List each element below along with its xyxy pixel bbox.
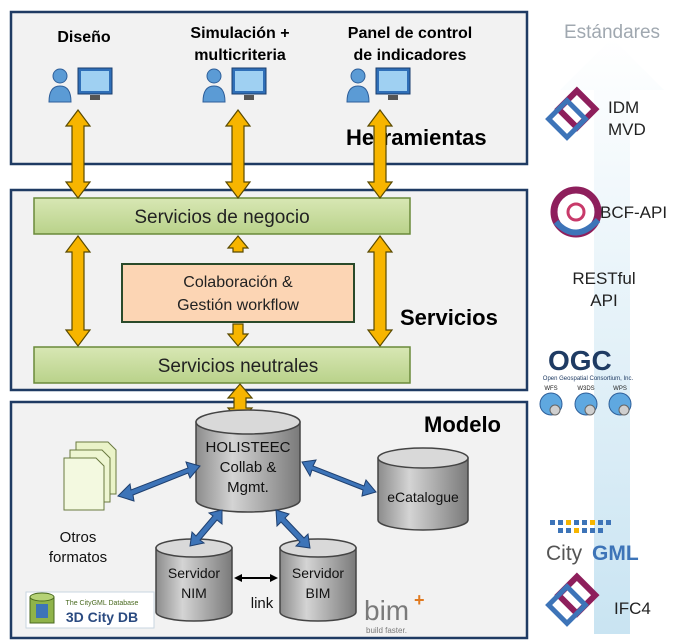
blue-double-arrows	[117, 459, 377, 549]
servicios-negocio-box	[33, 197, 411, 235]
otros-label-2: formatos	[49, 549, 107, 566]
citygml-city: City	[546, 542, 583, 565]
blue-arrow-otros-db	[117, 461, 201, 502]
tool-label-indicadores: de indicadores	[354, 47, 467, 64]
citygml-gml: GML	[592, 542, 639, 565]
bim-plus-sub: build faster.	[366, 626, 407, 635]
double-arrow	[366, 109, 394, 199]
mvd-label: MVD	[608, 120, 646, 139]
ifc-icon	[545, 572, 600, 627]
restful-label-1: RESTful	[572, 269, 635, 288]
colaboracion-box	[121, 263, 355, 323]
servicios-title: Servicios	[400, 305, 498, 330]
ecatalogue-cylinder	[377, 447, 469, 531]
double-arrow	[64, 235, 92, 347]
link-label: link	[251, 595, 274, 612]
double-arrow	[226, 323, 250, 347]
servidor-bim-cylinder	[279, 538, 357, 622]
modelo-title: Modelo	[424, 412, 501, 437]
wfs-label: WFS	[544, 386, 557, 392]
w3ds-label: W3DS	[577, 386, 594, 392]
user-computer-icon	[346, 67, 411, 103]
citydb-small-text: The CityGML Database	[66, 600, 139, 607]
buildingsmart-icon	[545, 86, 600, 141]
colaboracion-label-1: Colaboración &	[183, 274, 293, 291]
servicios-negocio-label: Servicios de negocio	[134, 207, 309, 228]
db-label-2: Collab &	[220, 459, 277, 476]
nim-label-1: Servidor	[168, 565, 220, 581]
bcf-label: BCF-API	[600, 203, 667, 222]
bim-plus-logo: bim	[364, 595, 409, 626]
db-label-1: HOLISTEEC	[205, 439, 290, 456]
link-arrow-head-left	[234, 574, 242, 582]
3d-city-db-logo	[25, 591, 155, 629]
documents-icon	[63, 441, 117, 511]
herramientas-title: Herramientas	[346, 125, 487, 150]
restful-label-2: API	[590, 291, 617, 310]
yellow-double-arrows	[64, 109, 394, 423]
tool-label-panel: Panel de control	[348, 25, 472, 42]
tool-label-diseno: Diseño	[57, 29, 111, 46]
bim-plus-plus-icon: +	[414, 590, 425, 610]
double-arrow	[226, 235, 250, 253]
double-arrow	[366, 235, 394, 347]
wps-label: WPS	[613, 386, 627, 392]
double-arrow	[224, 109, 252, 199]
bcf-icon	[550, 186, 602, 238]
ogc-logo: OGC	[548, 345, 612, 376]
colaboracion-label-2: Gestión workflow	[177, 297, 299, 314]
nim-label-2: NIM	[181, 585, 207, 601]
servicios-neutrales-box	[33, 346, 411, 384]
tool-label-multicriteria: multicriteria	[194, 47, 286, 64]
otros-label-1: Otros	[60, 529, 97, 546]
blue-arrow-db-ecatalogue	[301, 459, 377, 497]
ogc-sub: Open Geospatial Consortium, Inc.	[543, 376, 634, 382]
blue-arrow-db-bim	[275, 509, 311, 549]
ogc-service-icons	[539, 392, 632, 416]
link-arrow-head-right	[270, 574, 278, 582]
ifc4-label: IFC4	[614, 599, 651, 618]
holisteec-database-cylinder	[195, 409, 301, 513]
user-computer-icon	[48, 67, 113, 103]
bim-label-1: Servidor	[292, 565, 344, 581]
double-arrow	[64, 109, 92, 199]
standards-arrow	[560, 38, 664, 634]
citygml-dots-icon	[550, 520, 611, 533]
db-label-3: Mgmt.	[227, 479, 269, 496]
idm-label: IDM	[608, 98, 639, 117]
standards-title: Estándares	[564, 22, 660, 43]
ecatalogue-label: eCatalogue	[387, 489, 459, 505]
bim-label-2: BIM	[306, 585, 331, 601]
user-computer-icon	[202, 67, 267, 103]
servicios-neutrales-label: Servicios neutrales	[158, 356, 319, 377]
citydb-text: 3D City DB	[66, 609, 138, 625]
servidor-nim-cylinder	[155, 538, 233, 622]
blue-arrow-db-nim	[189, 509, 223, 547]
tool-label-simulacion: Simulación +	[190, 25, 289, 42]
